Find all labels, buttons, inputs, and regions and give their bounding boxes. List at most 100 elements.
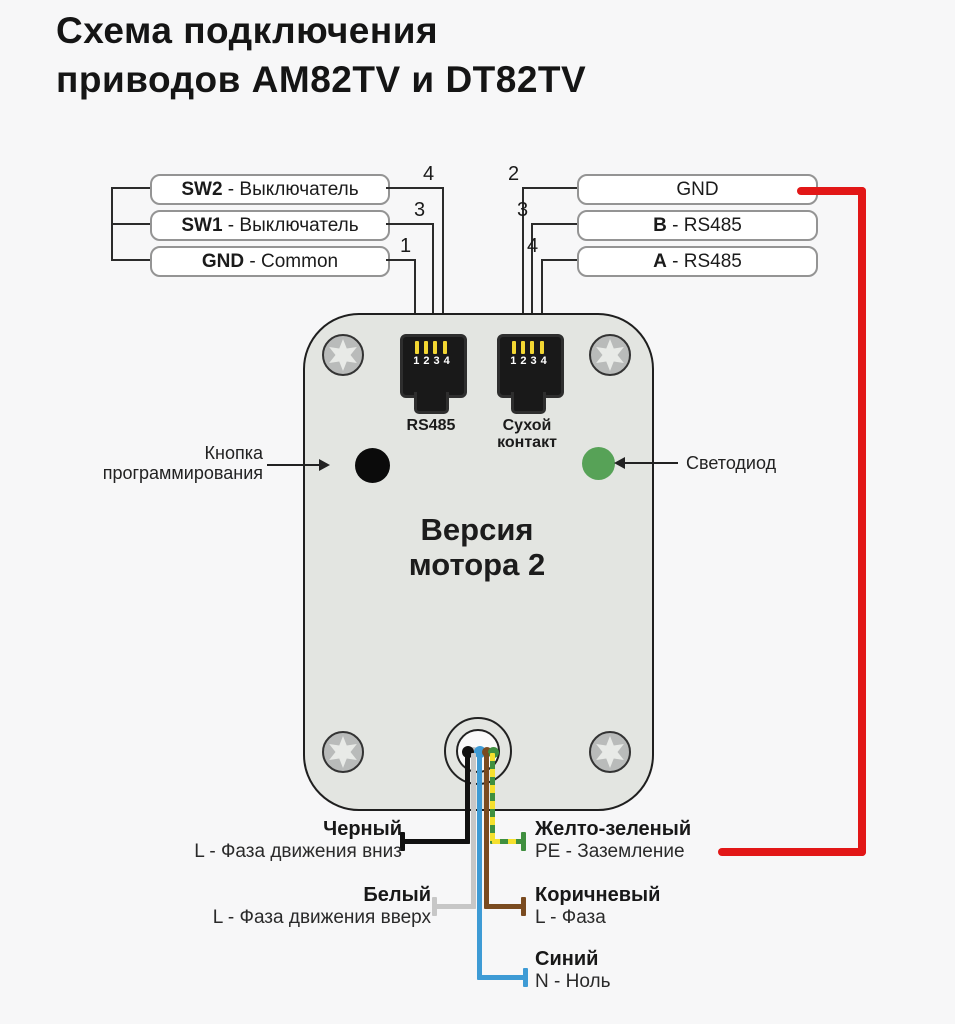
button-arrow-line [267, 464, 320, 466]
terminal-sw2-bold: SW2 [181, 178, 223, 200]
motor-version-label: Версия мотора 2 [352, 512, 602, 582]
left-bracket-stub-1 [111, 187, 150, 189]
left-bracket-stub-2 [111, 223, 150, 225]
wire-b-vertical [531, 223, 533, 341]
terminal-box-gnd-common: GND - Common [150, 246, 390, 277]
programming-button-label-line1: Кнопка [204, 443, 263, 463]
screw-icon [589, 731, 631, 773]
pin-number-b: 3 [517, 199, 529, 221]
terminal-sw2-rest: - Выключатель [222, 178, 359, 200]
wire-yellow-green-endcap [521, 832, 526, 851]
wire-name-blue: Синий [535, 948, 599, 970]
wire-desc-blue: N - Ноль [535, 971, 611, 992]
wire-yellow-green-vertical [490, 753, 495, 844]
motor-version-line1: Версия [420, 512, 534, 547]
wire-a-vertical [541, 259, 543, 341]
programming-button[interactable] [355, 448, 390, 483]
connector-pin-digits: 1234 [413, 355, 454, 367]
wire-brown-endcap [521, 897, 526, 916]
rj-connector-dry-contact: 1234 [497, 334, 564, 398]
rj-connector-dry-contact-tab [511, 392, 546, 414]
red-jumper-vertical-segment [858, 187, 866, 856]
wire-gnd-common-vertical [414, 259, 416, 341]
connector-pin [540, 341, 544, 354]
page-title-line2: приводов AM82TV и DT82TV [56, 59, 587, 100]
page-title: Схема подключения приводов AM82TV и DT82… [56, 6, 586, 104]
wire-label-yellow-green: Желто-зеленый PE - Заземление [535, 818, 785, 863]
connector-pin [530, 341, 534, 354]
wire-blue-endcap [523, 968, 528, 987]
wire-sw2-horizontal [386, 187, 444, 189]
connector-pin-digits: 1234 [510, 355, 551, 367]
terminal-box-gnd: GND [577, 174, 818, 205]
wire-a-horizontal [541, 259, 577, 261]
wire-white-horizontal [435, 904, 476, 909]
wire-brown-horizontal [486, 904, 524, 909]
wire-gnd-vertical [522, 187, 524, 341]
wire-label-white: Белый L - Фаза движения вверх [181, 884, 431, 929]
led-arrow-line [625, 462, 678, 464]
connector-label-dry-contact-line2: контакт [497, 434, 557, 451]
pin-number-gnd: 2 [508, 163, 520, 185]
led-label: Светодиод [686, 453, 777, 473]
wire-blue-horizontal [479, 975, 526, 980]
wire-desc-brown: L - Фаза [535, 907, 606, 928]
connector-pin [415, 341, 419, 354]
pin-number-a: 4 [527, 235, 539, 257]
rj-connector-rs485: 1234 [400, 334, 467, 398]
wire-label-black: Черный L - Фаза движения вниз [152, 818, 402, 863]
terminal-box-a-rs485: A - RS485 [577, 246, 818, 277]
wire-name-white: Белый [363, 884, 431, 906]
terminal-gnd-rest: GND [676, 178, 719, 200]
left-bracket-stub-3 [111, 259, 150, 261]
led-arrow-head [614, 457, 625, 469]
wire-name-black: Черный [323, 818, 402, 840]
wire-end-brown [482, 747, 492, 757]
wire-name-yellow-green: Желто-зеленый [535, 818, 692, 840]
wire-label-blue: Синий N - Ноль [535, 948, 785, 993]
screw-icon [322, 731, 364, 773]
wire-brown-vertical [484, 753, 489, 909]
pin-number-gnd-common: 1 [400, 235, 412, 257]
wire-end-green [488, 747, 499, 758]
wire-name-brown: Коричневый [535, 884, 661, 906]
terminal-box-sw2: SW2 - Выключатель [150, 174, 390, 205]
terminal-box-sw1: SW1 - Выключатель [150, 210, 390, 241]
wire-desc-yellow-green: PE - Заземление [535, 841, 685, 862]
wire-sw1-horizontal [386, 223, 434, 225]
wire-yellow-green-horizontal [492, 839, 524, 844]
programming-button-label-line2: программирования [102, 463, 263, 483]
wire-desc-black: L - Фаза движения вниз [194, 841, 402, 862]
terminal-b-rest: - RS485 [666, 214, 742, 236]
terminal-b-bold: B [653, 214, 667, 236]
red-jumper-bottom-segment [718, 848, 866, 856]
red-jumper-top-segment [797, 187, 866, 195]
pin-number-sw1: 3 [414, 199, 426, 221]
terminal-sw1-bold: SW1 [181, 214, 223, 236]
wire-label-brown: Коричневый L - Фаза [535, 884, 785, 929]
connector-pin [443, 341, 447, 354]
led-indicator [582, 447, 615, 480]
programming-button-label: Кнопка программирования [60, 443, 263, 483]
wire-sw2-vertical [442, 187, 444, 341]
connector-pin [512, 341, 516, 354]
terminal-box-b-rs485: B - RS485 [577, 210, 818, 241]
wire-black-horizontal [403, 839, 470, 844]
pin-number-sw2: 4 [423, 163, 435, 185]
wire-black-endcap [400, 832, 405, 851]
connector-label-dry-contact: Сухой контакт [482, 417, 572, 451]
wire-blue-vertical [477, 753, 482, 980]
connector-label-rs485: RS485 [406, 417, 456, 434]
terminal-gnd-common-bold: GND [201, 250, 245, 272]
wire-gnd-horizontal [522, 187, 577, 189]
wire-b-horizontal [531, 223, 577, 225]
wire-white-vertical [471, 753, 476, 909]
rj-connector-rs485-tab [414, 392, 449, 414]
terminal-sw1-rest: - Выключатель [222, 214, 359, 236]
terminal-a-rest: - RS485 [666, 250, 742, 272]
wire-white-endcap [432, 897, 437, 916]
terminal-gnd-common-rest: - Common [244, 250, 339, 272]
connector-pin [424, 341, 428, 354]
motor-version-line2: мотора 2 [408, 547, 546, 582]
